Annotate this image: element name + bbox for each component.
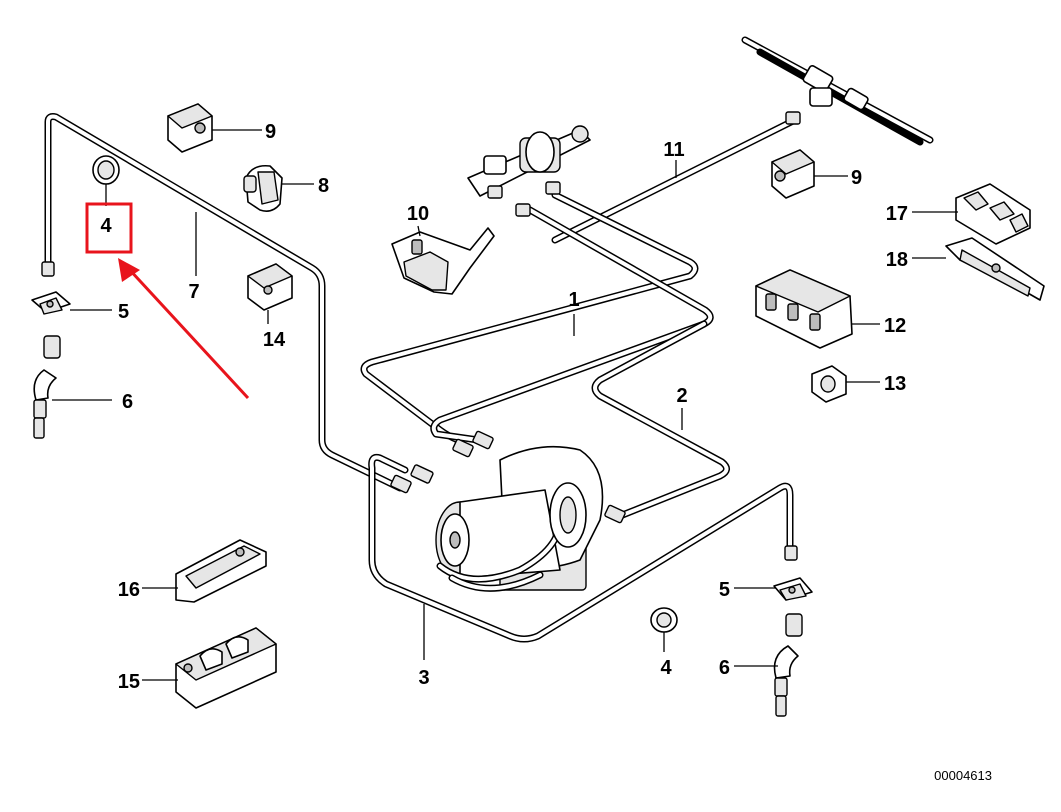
t-fitting bbox=[785, 65, 869, 125]
label-4-left: 4 bbox=[100, 215, 112, 237]
clip-9-top[interactable] bbox=[167, 103, 213, 153]
leader-lines bbox=[52, 129, 958, 681]
diagram-number: 00004613 bbox=[934, 768, 992, 783]
retainer-18[interactable] bbox=[945, 237, 1045, 301]
clip-8[interactable] bbox=[243, 164, 283, 212]
label-5-left: 5 bbox=[118, 301, 129, 323]
label-9-top: 9 bbox=[265, 121, 276, 143]
brake-hose-6-left[interactable] bbox=[33, 261, 61, 439]
part-labels: 9 8 9 10 4 7 5 6 14 11 1 2 3 4 5 6 16 15… bbox=[100, 121, 908, 693]
master-cylinder[interactable] bbox=[467, 125, 591, 217]
label-4-right: 4 bbox=[660, 657, 672, 679]
label-13: 13 bbox=[884, 373, 906, 395]
label-12: 12 bbox=[884, 315, 906, 337]
label-7: 7 bbox=[188, 281, 199, 303]
grommet-4-right[interactable] bbox=[650, 607, 678, 633]
label-6-right: 6 bbox=[719, 657, 730, 679]
grommet-13[interactable] bbox=[811, 365, 847, 403]
label-2: 2 bbox=[676, 385, 687, 407]
brake-hose-6-right[interactable] bbox=[773, 545, 803, 717]
label-10: 10 bbox=[407, 203, 429, 225]
highlight-box bbox=[85, 202, 133, 254]
label-8: 8 bbox=[318, 175, 329, 197]
label-3: 3 bbox=[418, 667, 429, 689]
label-6-left: 6 bbox=[122, 391, 133, 413]
bracket-5-left[interactable] bbox=[31, 291, 71, 315]
retainer-16[interactable] bbox=[175, 539, 267, 603]
grommet-4-left[interactable] bbox=[92, 155, 120, 185]
label-16: 16 bbox=[118, 579, 140, 601]
holder-15[interactable] bbox=[175, 627, 277, 709]
highlight-arrow-shaft bbox=[126, 266, 250, 400]
hydraulic-unit[interactable] bbox=[390, 430, 626, 592]
holder-12[interactable] bbox=[755, 269, 853, 349]
label-11: 11 bbox=[663, 139, 684, 161]
label-1: 1 bbox=[568, 289, 579, 311]
label-17: 17 bbox=[886, 203, 908, 225]
highlight-arrow-head bbox=[118, 258, 140, 282]
clip-17[interactable] bbox=[955, 183, 1031, 245]
bracket-5-right[interactable] bbox=[773, 577, 813, 601]
label-18: 18 bbox=[886, 249, 908, 271]
label-9-right: 9 bbox=[851, 167, 862, 189]
bracket-10[interactable] bbox=[391, 227, 495, 295]
damper-14[interactable] bbox=[247, 263, 293, 311]
brake-lines bbox=[44, 36, 934, 643]
clip-9-right[interactable] bbox=[771, 149, 815, 199]
label-14: 14 bbox=[263, 329, 286, 351]
highlight-annotation bbox=[85, 202, 250, 400]
label-5-right: 5 bbox=[719, 579, 730, 601]
label-15: 15 bbox=[118, 671, 140, 693]
